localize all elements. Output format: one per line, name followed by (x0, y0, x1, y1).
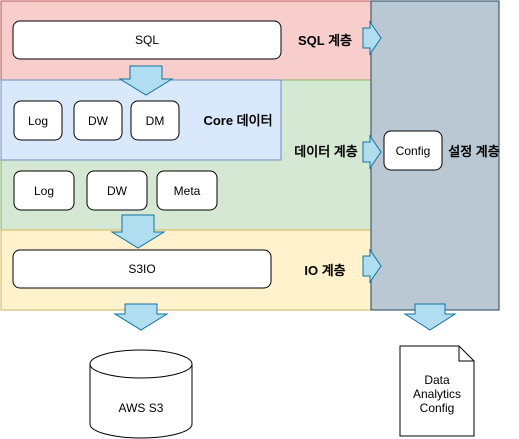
data-layer-label: 데이터 계층 (294, 144, 357, 159)
s3io-box-label: S3IO (128, 262, 155, 276)
config-document[interactable] (399, 345, 475, 437)
io-to-config-arrow (362, 248, 382, 284)
core-dw-label: DW (88, 114, 109, 128)
sql-to-config-arrow (362, 20, 382, 56)
data-to-io-arrow (110, 214, 166, 249)
config-doc-line-2: Analytics (413, 387, 461, 401)
io-to-s3-arrow (113, 303, 169, 331)
config-box-label: Config (396, 144, 431, 158)
config-doc-line-1: Data (424, 373, 450, 387)
config-doc-line-3: Config (420, 401, 455, 415)
data-meta-box[interactable] (156, 170, 218, 211)
data-meta-label: Meta (174, 184, 201, 198)
core-log-box[interactable] (13, 100, 63, 141)
core-dw-box[interactable] (73, 100, 123, 141)
core-log-label: Log (28, 114, 48, 128)
core-dm-label: DM (146, 114, 165, 128)
sql-layer-label: SQL 계층 (298, 33, 352, 48)
s3io-box[interactable] (12, 249, 272, 289)
config-layer-label: 설정 계층 (448, 144, 499, 159)
data-log-box[interactable] (13, 170, 75, 211)
sql-to-core-arrow (118, 65, 174, 96)
core-dm-box[interactable] (130, 100, 180, 141)
sql-box-label: SQL (135, 33, 159, 47)
core-data-label: Core 데이터 (203, 113, 272, 128)
aws-s3-label: AWS S3 (119, 401, 164, 415)
config-to-document-arrow (403, 303, 457, 331)
sql-box[interactable] (12, 20, 282, 60)
data-to-config-arrow (362, 134, 382, 170)
config-box[interactable] (383, 130, 443, 171)
io-layer-label: IO 계층 (304, 263, 345, 278)
aws-s3-cylinder[interactable] (89, 349, 193, 439)
data-dw-box[interactable] (86, 170, 148, 211)
data-dw-label: DW (107, 184, 128, 198)
data-log-label: Log (34, 184, 54, 198)
